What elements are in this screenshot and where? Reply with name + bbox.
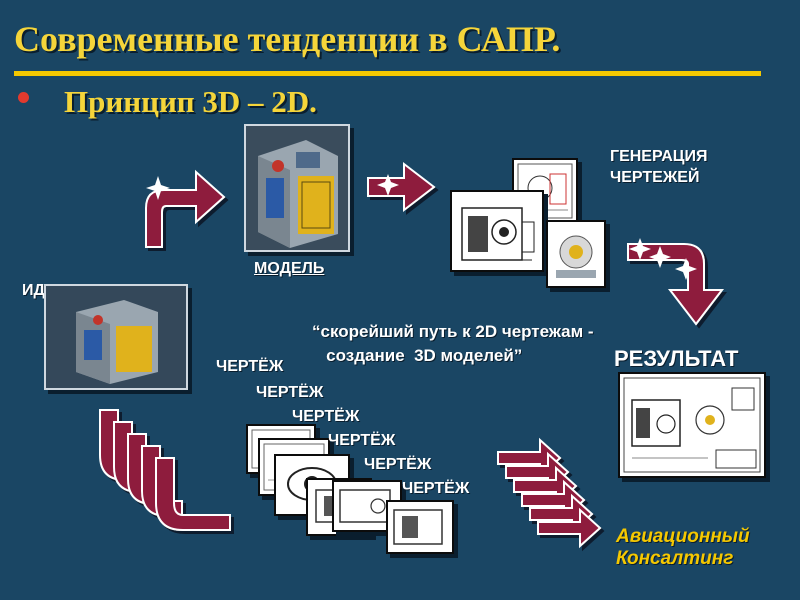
bullet-icon bbox=[18, 92, 29, 103]
generation-label: ГЕНЕРАЦИЯ ЧЕРТЕЖЕЙ bbox=[610, 148, 708, 186]
drawing-label: ЧЕРТЁЖ bbox=[256, 384, 324, 401]
right-arrow bbox=[367, 161, 436, 213]
right-arrow-stack bbox=[497, 437, 602, 549]
model-label: МОДЕЛЬ bbox=[254, 260, 325, 277]
curved-arrow-down bbox=[627, 243, 725, 326]
quote-text: “скорейший путь к 2D чертежам - создание… bbox=[312, 322, 594, 365]
drawing-label: ЧЕРТЁЖ bbox=[216, 358, 284, 375]
brand-text: Авиационный Консалтинг bbox=[616, 526, 750, 569]
curved-arrow-stack bbox=[99, 409, 231, 531]
drawing-label: ЧЕРТЁЖ bbox=[328, 432, 396, 449]
drawing-sheet-6 bbox=[386, 500, 454, 554]
result-drawing-image bbox=[618, 372, 766, 478]
title-underline bbox=[14, 71, 761, 76]
engine-drawing-image bbox=[450, 190, 544, 272]
drawing-label: ЧЕРТЁЖ bbox=[364, 456, 432, 473]
slide-title: Современные тенденции в САПР. bbox=[14, 19, 561, 59]
sparkle-icons bbox=[146, 174, 697, 280]
curved-arrow-up-right bbox=[145, 169, 226, 248]
idea-image bbox=[44, 284, 188, 390]
result-label: РЕЗУЛЬТАТ bbox=[614, 346, 739, 371]
bullet-text: Принцип 3D – 2D. bbox=[64, 84, 317, 119]
drawing-label: ЧЕРТЁЖ bbox=[292, 408, 360, 425]
drawing-label: ЧЕРТЁЖ bbox=[402, 480, 470, 497]
part-render-image bbox=[546, 220, 606, 288]
model-image bbox=[244, 124, 350, 252]
